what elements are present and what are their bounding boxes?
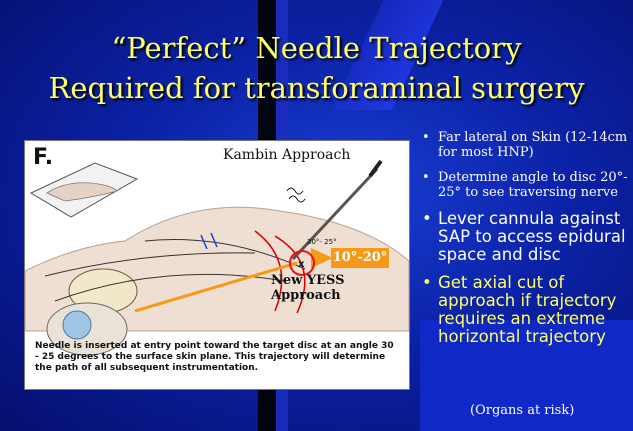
bullet-item: • Lever cannula against SAP to access ep… xyxy=(420,210,632,264)
bullet-item: • Far lateral on Skin (12-14cm for most … xyxy=(420,130,632,160)
bullet-dot: • xyxy=(422,170,430,185)
target-marker: x xyxy=(298,259,305,270)
bullet-dot: • xyxy=(422,130,430,145)
slide-title-line2: Required for transforaminal surgery xyxy=(0,70,633,106)
disc-highlight xyxy=(63,311,91,339)
break-mark-2 xyxy=(289,196,305,202)
needle-handle xyxy=(370,161,381,176)
slide-title-line1: “Perfect” Needle Trajectory xyxy=(0,30,633,66)
break-mark-1 xyxy=(287,188,303,194)
organs-at-risk-note: (Organs at risk) xyxy=(470,403,574,418)
surgical-figure: x 30°- 25° F. Kambin Approach 10°-20° Ne… xyxy=(24,140,410,390)
bullet-text: Lever cannula against SAP to access epid… xyxy=(438,209,626,264)
panel-letter: F. xyxy=(33,145,53,170)
bullet-text: Get axial cut of approach if trajectory … xyxy=(438,273,616,346)
bullet-text: Far lateral on Skin (12-14cm for most HN… xyxy=(438,130,627,160)
bullet-item: • Determine angle to disc 20°- 25° to se… xyxy=(420,170,632,200)
angle-label-box: 10°-20° xyxy=(331,248,389,268)
figure-caption: Needle is inserted at entry point toward… xyxy=(35,341,399,374)
kambin-approach-label: Kambin Approach xyxy=(223,147,350,163)
bullet-item-highlight: • Get axial cut of approach if trajector… xyxy=(420,274,632,346)
yess-approach-label: New YESS Approach xyxy=(271,273,409,303)
bullet-text: Determine angle to disc 20°- 25° to see … xyxy=(438,170,628,200)
small-angle-label: 30°- 25° xyxy=(307,238,337,246)
bullet-dot: • xyxy=(422,210,432,228)
bullet-list: • Far lateral on Skin (12-14cm for most … xyxy=(420,130,632,356)
bullet-dot: • xyxy=(422,274,432,292)
